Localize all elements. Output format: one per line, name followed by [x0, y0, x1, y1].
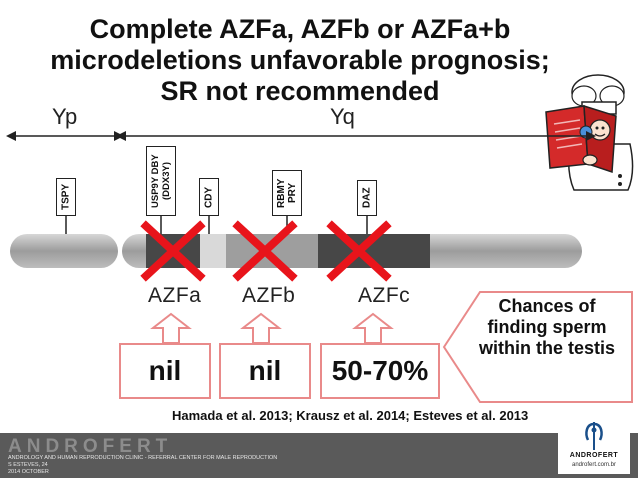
title-line-2: microdeletions unfavorable prognosis; — [50, 45, 550, 75]
azfb-result: nil — [219, 343, 311, 399]
up-arrow-icon — [352, 312, 394, 344]
x-mark-icon — [326, 220, 392, 282]
yq-left-arrowhead — [116, 131, 126, 141]
gene-daz: DAZ — [357, 180, 377, 216]
azfb-label: AZFb — [242, 284, 296, 307]
slide-title: Complete AZFa, AZFb or AZFa+b microdelet… — [40, 14, 560, 107]
citation: Hamada et al. 2013; Krausz et al. 2014; … — [172, 408, 529, 423]
footer-brand: ANDROFERT — [8, 436, 173, 457]
azfa-label: AZFa — [148, 284, 202, 307]
azfc-result: 50-70% — [320, 343, 440, 399]
x-mark-icon — [232, 220, 298, 282]
y-chromosome — [10, 234, 582, 268]
gene-tspy: TSPY — [56, 178, 76, 216]
up-arrow-icon — [150, 312, 192, 344]
footer-line-1: ANDROLOGY AND HUMAN REPRODUCTION CLINIC … — [8, 455, 278, 461]
x-mark-icon — [140, 220, 206, 282]
gene-rbmy-pry: RBMY PRY — [272, 170, 302, 216]
yq-label: Yq — [330, 104, 355, 129]
up-arrow-icon — [240, 312, 282, 344]
yp-label: Yp — [52, 104, 78, 129]
title-line-3: SR not recommended — [160, 76, 440, 106]
gene-cdy: CDY — [199, 178, 219, 216]
footer-line-3: 2014 OCTOBER — [8, 469, 49, 475]
left-chevron-arrow-icon — [442, 291, 633, 403]
chances-text: Chances of finding sperm within the test… — [478, 296, 615, 358]
footer-bar — [0, 433, 638, 478]
chef-reading-book-icon — [545, 74, 634, 191]
title-line-1: Complete AZFa, AZFb or AZFa+b — [89, 14, 511, 44]
logo-brand: ANDROFERT — [569, 452, 619, 459]
androfert-logo-icon — [585, 422, 603, 450]
logo-url: androfert.com.br — [571, 462, 617, 468]
arm-arrows — [6, 131, 596, 141]
footer-line-2: S ESTEVES, 24 — [8, 462, 48, 468]
azfa-result: nil — [119, 343, 211, 399]
yp-left-arrowhead — [6, 131, 16, 141]
short-arm — [10, 234, 118, 268]
gene-usp9y-dby: USP9Y DBY (DDX3Y) — [146, 146, 176, 216]
azfc-label: AZFc — [358, 284, 411, 307]
yq-right-arrowhead — [586, 131, 596, 141]
